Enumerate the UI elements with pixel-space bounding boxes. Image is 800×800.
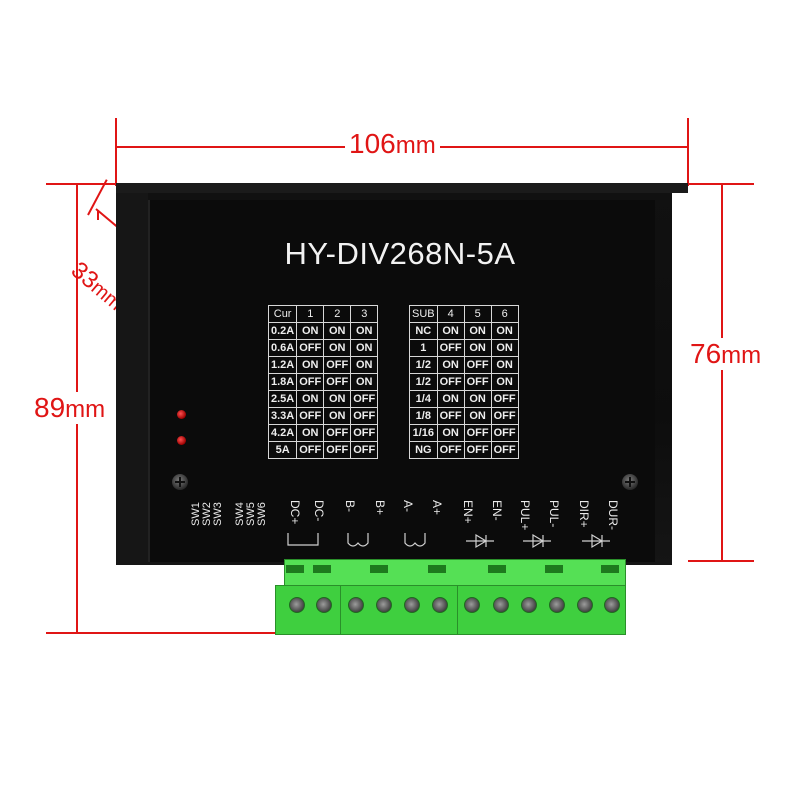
terminal-screw-icon: [521, 597, 537, 613]
terminal-label: A-: [401, 500, 415, 512]
switch-label: SW1: [190, 502, 202, 526]
terminal-label: B-: [343, 500, 357, 512]
terminal-label: DC-: [312, 500, 326, 522]
terminal-screw-icon: [289, 597, 305, 613]
signal-terminal: [457, 585, 626, 635]
terminal-screw-icon: [464, 597, 480, 613]
terminal-label: EN-: [490, 500, 504, 521]
pulse-optocoupler-symbol: [523, 533, 551, 549]
terminal-screw-icon: [376, 597, 392, 613]
height-label: 89mm: [30, 392, 110, 424]
terminal-screw-icon: [432, 597, 448, 613]
mounting-plate: [116, 183, 688, 193]
front-face: [148, 200, 655, 562]
terminal-screw-icon: [549, 597, 565, 613]
terminal-label: A+: [430, 500, 444, 516]
switch-label: SW3: [212, 502, 224, 526]
terminal-screw-icon: [316, 597, 332, 613]
width-label: 106mm: [345, 128, 440, 160]
switch-label: SW4: [234, 502, 246, 526]
power-symbol: [287, 533, 319, 546]
terminal-screw-icon: [404, 597, 420, 613]
terminal-screw-icon: [577, 597, 593, 613]
table-header-row: SUB 4 5 6: [409, 305, 519, 323]
terminal-label: PUL-: [547, 500, 561, 528]
terminal-label: DC+: [288, 500, 302, 525]
power-led: [177, 410, 186, 419]
terminal-label: DIR+: [577, 500, 591, 528]
coil-a-symbol: [404, 533, 426, 547]
body-height-label: 76mm: [686, 338, 766, 370]
switch-label: SW5: [245, 502, 257, 526]
wiring-symbols: [287, 533, 610, 549]
left-screw-icon: [172, 474, 188, 490]
coil-b-symbol: [347, 533, 369, 547]
terminal-screw-icon: [604, 597, 620, 613]
switch-label: SW6: [256, 502, 268, 526]
enable-optocoupler-symbol: [466, 533, 494, 549]
switch-label: SW2: [201, 502, 213, 526]
table-header-row: Cur 1 2 3: [267, 305, 379, 323]
terminal-screw-icon: [348, 597, 364, 613]
right-screw-icon: [622, 474, 638, 490]
heatsink-side: [116, 193, 148, 565]
power-terminal: [275, 585, 341, 635]
terminal-screw-icon: [493, 597, 509, 613]
terminal-label: EN+: [461, 500, 475, 524]
direction-optocoupler-symbol: [582, 533, 610, 549]
model-label: HY-DIV268N-5A: [284, 236, 516, 271]
alarm-led: [177, 436, 186, 445]
terminal-label: B+: [373, 500, 387, 516]
